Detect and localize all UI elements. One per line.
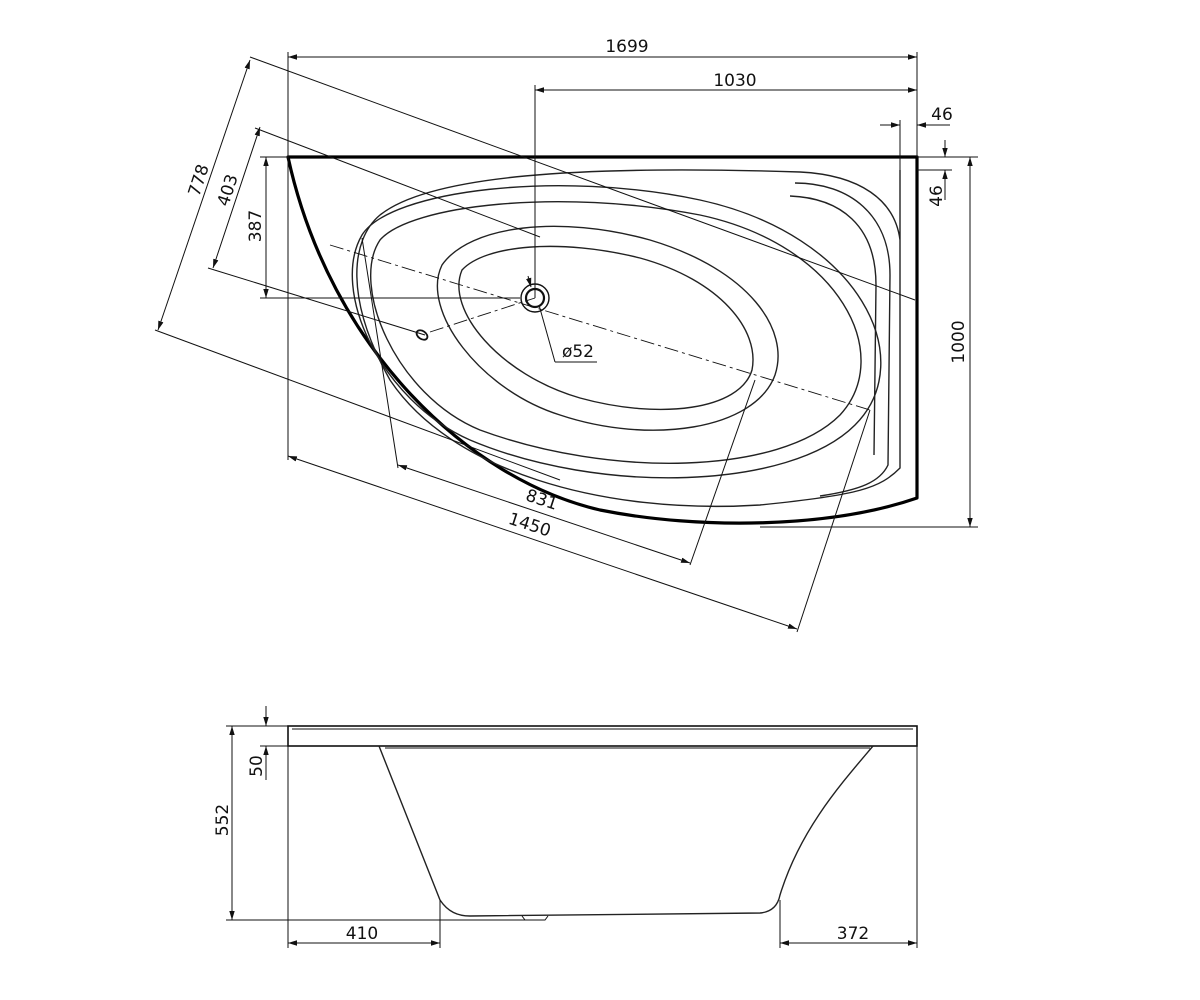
drain-leader-line bbox=[526, 275, 532, 288]
dim-label-drain-from-top: 387 bbox=[246, 210, 266, 242]
overflow-hole bbox=[415, 329, 429, 341]
ext-line bbox=[207, 267, 426, 336]
dim-label-right-offset: 372 bbox=[837, 924, 869, 944]
dim-label-overall-length: 1699 bbox=[605, 37, 648, 57]
dim-label-diag-outer: 778 bbox=[185, 162, 214, 199]
drain-leader-line bbox=[538, 304, 556, 363]
tub-rim-side bbox=[287, 725, 918, 747]
dim-label-total-height: 552 bbox=[213, 804, 233, 836]
dim-label-diag-length: 1450 bbox=[506, 509, 553, 541]
ext-line bbox=[796, 409, 871, 633]
tub-outer-outline bbox=[286, 155, 919, 525]
dim-label-rim-height: 50 bbox=[247, 755, 267, 777]
tub-body-side bbox=[378, 745, 874, 917]
ext-line bbox=[249, 56, 916, 301]
dim-label-rim-side: 46 bbox=[931, 105, 953, 125]
top-view: 1699 1030 46 46 1000 387 403 7 bbox=[154, 37, 978, 633]
dim-label-drain-diameter: ø52 bbox=[562, 342, 594, 362]
dim-label-rim-top: 46 bbox=[927, 185, 947, 207]
tub-bowl-middle bbox=[370, 201, 862, 464]
tub-bowl-outer bbox=[351, 185, 882, 479]
tub-inner-rim bbox=[356, 169, 901, 508]
dim-line-831 bbox=[397, 464, 691, 564]
dim-line-778 bbox=[157, 59, 251, 331]
dim-label-diag-inner: 403 bbox=[214, 172, 243, 209]
dim-line-1450 bbox=[287, 455, 798, 630]
ext-line bbox=[154, 329, 561, 481]
tub-ledge bbox=[794, 182, 891, 497]
side-view: 50 552 410 372 bbox=[213, 706, 918, 948]
dim-label-left-offset: 410 bbox=[346, 924, 378, 944]
dim-label-drain-offset: 1030 bbox=[713, 71, 756, 91]
ext-line bbox=[254, 127, 541, 238]
ext-line bbox=[361, 237, 399, 469]
tub-bowl-floor bbox=[436, 225, 779, 431]
tub-ledge-inner bbox=[789, 195, 877, 456]
drain-axis bbox=[429, 297, 536, 333]
dim-label-overall-depth: 1000 bbox=[949, 320, 969, 363]
tub-bowl-floor-inner bbox=[458, 245, 754, 411]
center-axis bbox=[329, 244, 871, 411]
drain-foot bbox=[521, 915, 549, 921]
dim-label-bowl-length: 831 bbox=[523, 486, 560, 515]
